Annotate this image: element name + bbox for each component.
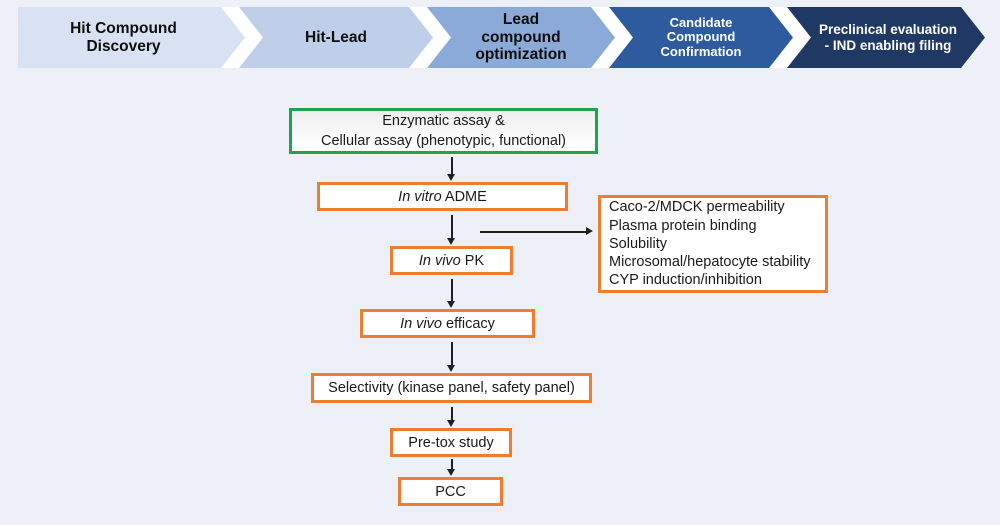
down-arrow-6 — [447, 459, 457, 476]
down-arrow-3 — [447, 279, 457, 308]
side-box-arrow — [480, 227, 593, 237]
box-label: In vivo PK — [418, 252, 485, 269]
stage-label: Hit-Lead — [305, 28, 367, 46]
list-item: Plasma protein binding — [609, 217, 757, 234]
stage-label: Hit Compound Discovery — [70, 20, 177, 55]
down-arrow-4 — [447, 342, 457, 372]
in-vitro-adme-box: In vitro ADME — [317, 182, 568, 211]
down-arrow-5 — [447, 407, 457, 427]
assay-box-line1: Enzymatic assay & — [382, 113, 505, 129]
pipeline-stage-hit-lead: Hit-Lead — [239, 7, 433, 68]
stage-label: Preclinical evaluation - IND enabling fi… — [818, 22, 958, 53]
pipeline-stage-candidate-compound-confirmation: Candidate Compound Confirmation — [609, 7, 793, 68]
assay-box: Enzymatic assay & Cellular assay (phenot… — [289, 108, 598, 154]
pcc-box: PCC — [398, 477, 503, 506]
box-label: In vitro ADME — [398, 188, 487, 205]
down-arrow-2 — [447, 215, 457, 245]
list-item: Microsomal/hepatocyte stability — [609, 254, 811, 271]
stage-label: Candidate Compound Confirmation — [660, 14, 742, 59]
in-vivo-efficacy-box: In vivo efficacy — [360, 309, 535, 338]
in-vivo-pk-box: In vivo PK — [390, 246, 513, 275]
assay-box-line2: Cellular assay (phenotypic, functional) — [320, 133, 566, 149]
list-item: Caco-2/MDCK permeability — [609, 199, 785, 216]
pipeline-stage-hit-compound-discovery: Hit Compound Discovery — [18, 7, 245, 68]
selectivity-box: Selectivity (kinase panel, safety panel) — [311, 373, 592, 403]
box-label: Pre-tox study — [408, 434, 494, 451]
pipeline-stage-lead-compound-optimization: Lead compound optimization — [427, 7, 615, 68]
list-item: Solubility — [609, 235, 668, 252]
stage-label: Lead compound optimization — [475, 11, 567, 64]
box-label: Selectivity (kinase panel, safety panel) — [328, 380, 575, 396]
pre-tox-study-box: Pre-tox study — [390, 428, 512, 457]
down-arrow-1 — [447, 157, 457, 181]
box-label: PCC — [435, 483, 466, 500]
adme-detail-list-box: Caco-2/MDCK permeability Plasma protein … — [598, 195, 828, 293]
pipeline-stage-preclinical-evaluation: Preclinical evaluation - IND enabling fi… — [787, 7, 985, 68]
box-label: In vivo efficacy — [400, 315, 495, 332]
list-item: CYP induction/inhibition — [609, 272, 762, 289]
